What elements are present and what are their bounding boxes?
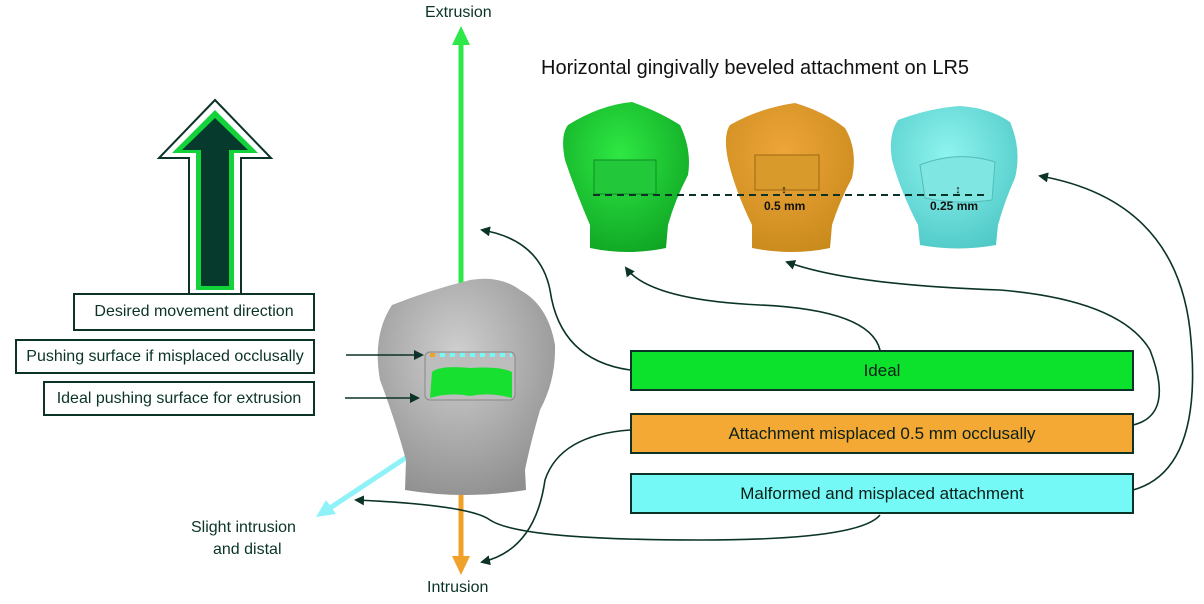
measurement-orange: 0.5 mm (764, 199, 806, 213)
tooth-misplaced (725, 103, 854, 252)
legend-ideal: Ideal (630, 350, 1134, 391)
measure-arrow-icon: ↕ (781, 184, 787, 196)
desired-direction-label: Desired movement direction (73, 293, 315, 331)
tooth-malformed (890, 106, 1018, 249)
slight-intrusion-label: Slight intrusion (191, 519, 296, 536)
ideal-pushing-label: Ideal pushing surface for extrusion (43, 381, 315, 416)
distal-axis (316, 452, 412, 517)
intrusion-axis (452, 490, 470, 575)
diagram-title: Horizontal gingivally beveled attachment… (541, 57, 970, 79)
extrusion-label: Extrusion (425, 4, 492, 21)
measure-arrow-icon: ↕ (955, 184, 961, 196)
legend-misplaced: Attachment misplaced 0.5 mm occlusally (630, 413, 1134, 454)
legend-malformed: Malformed and misplaced attachment (630, 473, 1134, 514)
intrusion-label: Intrusion (427, 579, 489, 596)
main-tooth (377, 278, 556, 495)
pushing-misplaced-label: Pushing surface if misplaced occlusally (15, 339, 315, 374)
distal-label: and distal (213, 541, 282, 558)
connector-lines (345, 172, 1194, 566)
measurement-cyan: 0.25 mm (930, 199, 979, 213)
desired-direction-arrow-icon (156, 98, 274, 297)
extrusion-axis (452, 26, 470, 285)
tooth-ideal (563, 102, 689, 252)
